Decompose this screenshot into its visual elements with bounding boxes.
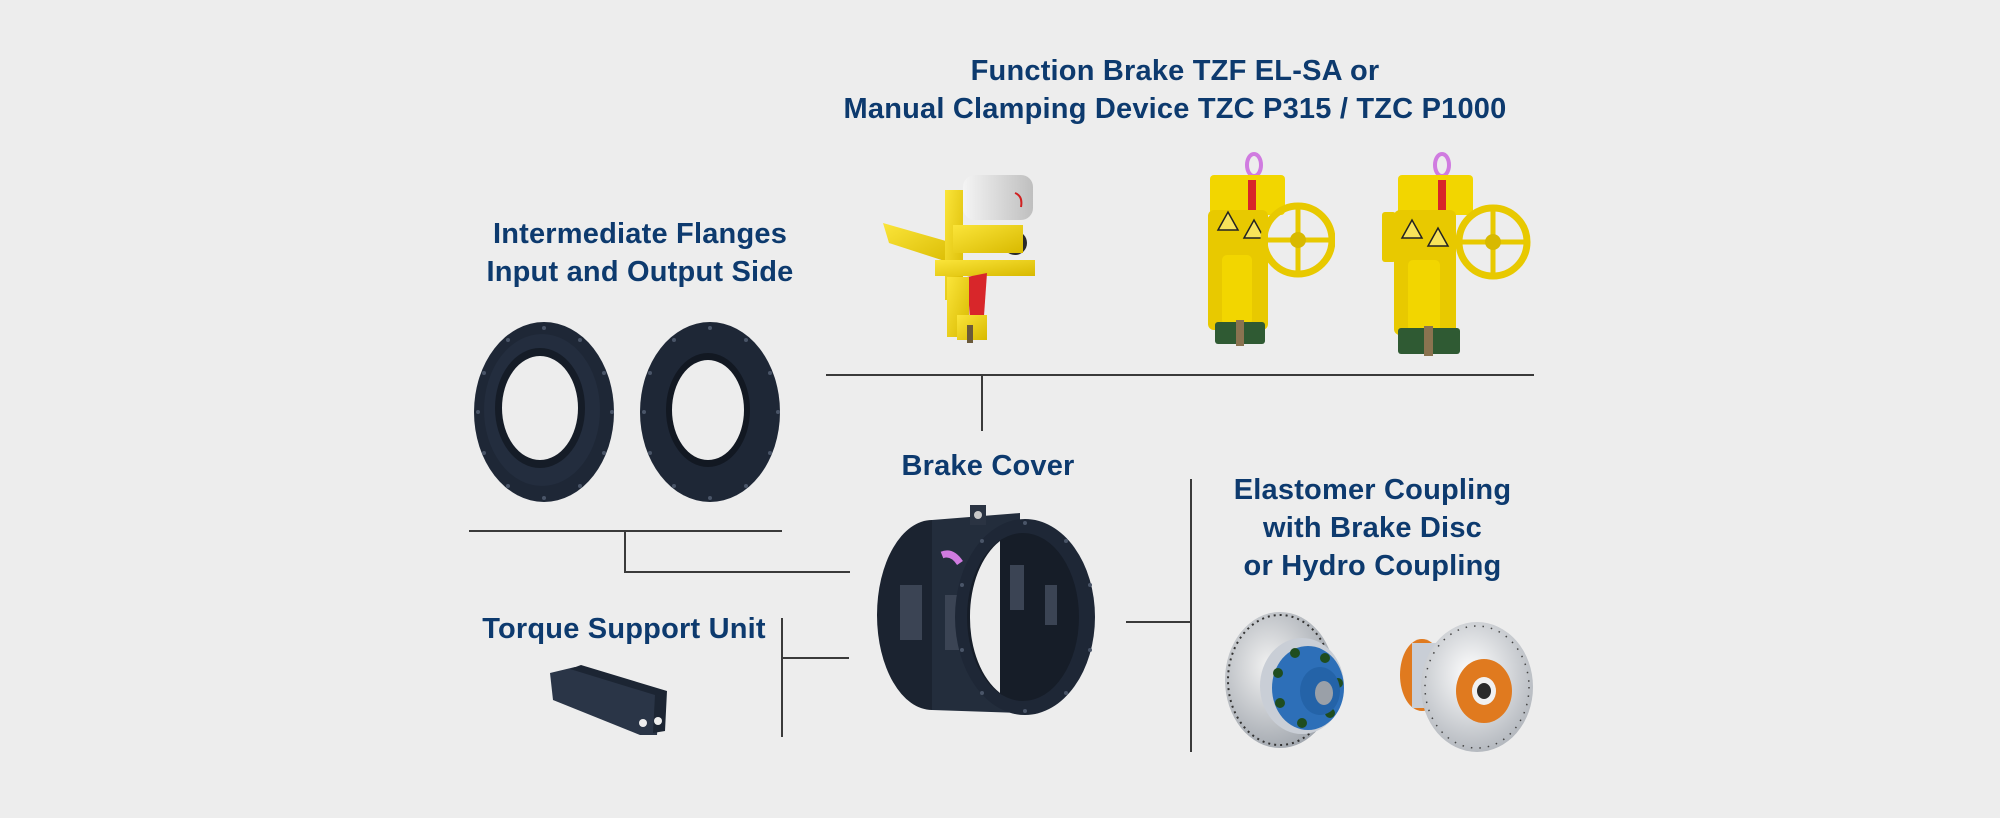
coupling-title-line1: Elastomer Coupling [1233,474,1512,506]
brake-title-line2: Manual Clamping Device TZC P315 / TZC P1… [843,93,1507,125]
coupling-group-title: Elastomer Coupling with Brake Disc or Hy… [1190,471,1555,585]
dark-ring-flange-icon [640,322,780,502]
flanges-to-cover-line [624,571,850,573]
yellow-electric-brake-icon [883,175,1035,343]
flanges-drop-line [624,531,626,573]
flanges-group-title: Intermediate Flanges Input and Output Si… [440,215,840,291]
orange-hydro-coupling-icon [1400,622,1533,752]
torque-group-title: Torque Support Unit [482,613,766,645]
flanges-title-line2: Input and Output Side [486,256,794,288]
torque-support-unit-image [545,665,670,740]
clamping-device-tzc-p1000-image [1378,150,1533,360]
brake-group-title: Function Brake TZF EL-SA or Manual Clamp… [760,52,1590,128]
elastomer-coupling-image [1220,608,1360,753]
brake-bus-line [826,374,1534,376]
hydro-coupling-image [1392,615,1537,755]
brake-title-line1: Function Brake TZF EL-SA or [970,55,1380,87]
intermediate-flange-output-image [636,318,784,503]
function-brake-tzf-image [875,165,1075,350]
torque-bus-line [781,618,783,737]
yellow-handwheel-clamp-icon [1208,152,1335,346]
flanges-title-line1: Intermediate Flanges [492,218,788,250]
coupling-title-line3: or Hydro Coupling [1243,550,1502,582]
coupling-bus-line [1190,479,1192,752]
cover-group-title: Brake Cover [901,450,1075,482]
intermediate-flange-input-image [470,318,615,503]
brake-to-cover-line [981,375,983,431]
coupling-to-cover-line [1126,621,1192,623]
dark-ring-flange-icon [474,322,614,502]
blue-disc-coupling-icon [1225,612,1344,748]
yellow-handwheel-clamp-icon [1382,152,1531,356]
dark-bracket-icon [550,665,667,735]
torque-to-cover-line [782,657,849,659]
clamping-device-tzc-p315-image [1200,150,1335,355]
dark-cylinder-cover-icon [877,505,1095,715]
coupling-title-line2: with Brake Disc [1263,512,1482,544]
brake-cover-image [870,505,1100,720]
